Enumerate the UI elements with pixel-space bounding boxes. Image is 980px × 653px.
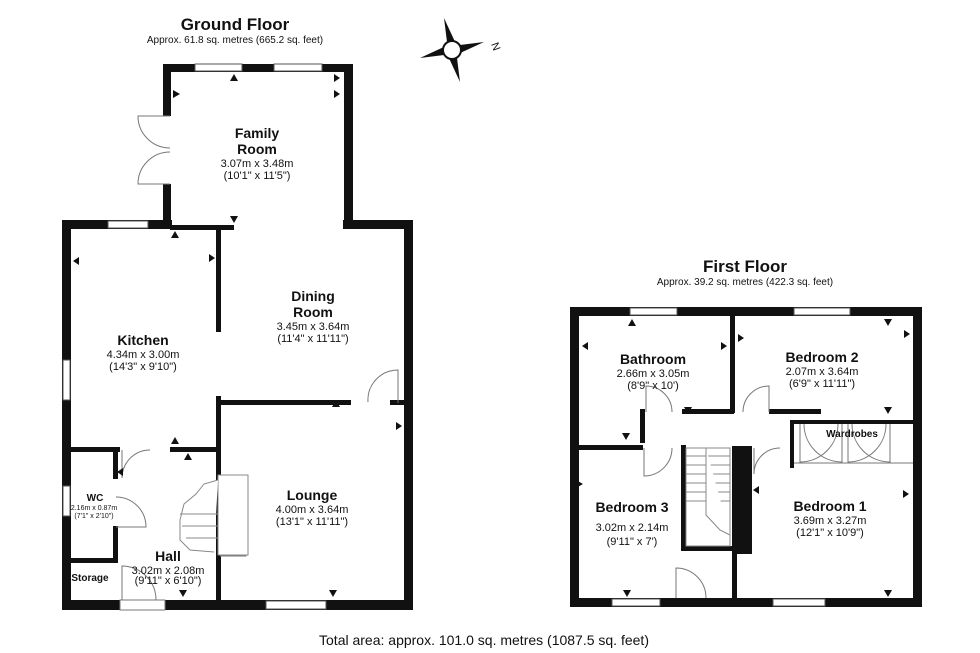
bedroom2-label: Bedroom 2 2.07m x 3.64m (6'9" x 11'11")	[785, 349, 858, 390]
family-room-metric: 3.07m x 3.48m	[221, 158, 294, 170]
ground-floor-markers	[73, 74, 402, 597]
first-floor-staircase	[685, 447, 731, 547]
bathroom-name: Bathroom	[620, 351, 686, 367]
kitchen-name: Kitchen	[117, 332, 168, 348]
compass-icon	[420, 18, 484, 82]
first-floor-windows	[611, 307, 851, 607]
lounge-imperial: (13'1" x 11'11")	[276, 516, 348, 528]
total-area: Total area: approx. 101.0 sq. metres (10…	[319, 632, 649, 648]
bedroom3-metric: 3.02m x 2.14m	[596, 522, 669, 534]
first-floor-markers	[576, 319, 910, 597]
family-room-label: Family Room 3.07m x 3.48m (10'1" x 11'5"…	[221, 125, 294, 182]
bathroom-metric: 2.66m x 3.05m	[617, 368, 690, 380]
bedroom1-name: Bedroom 1	[793, 498, 866, 514]
first-floor-walls	[570, 307, 922, 607]
wc-imperial: (7'1" x 2'10")	[74, 513, 113, 520]
first-floor-doors	[643, 385, 781, 599]
first-floor-area: Approx. 39.2 sq. metres (422.3 sq. feet)	[657, 277, 833, 288]
ground-floor-windows	[62, 63, 327, 610]
bedroom2-imperial: (6'9" x 11'11")	[789, 378, 855, 390]
lounge-label: Lounge 4.00m x 3.64m (13'1" x 11'11")	[276, 487, 349, 528]
kitchen-metric: 4.34m x 3.00m	[107, 349, 180, 361]
ground-floor-doors	[115, 115, 399, 611]
compass-letter: N	[488, 41, 502, 53]
bedroom3-label: Bedroom 3 3.02m x 2.14m (9'11" x 7')	[595, 499, 668, 548]
storage-label: Storage	[71, 573, 109, 584]
family-room-name-1: Family	[235, 125, 280, 141]
dining-room-label: Dining Room 3.45m x 3.64m (11'4" x 11'11…	[277, 288, 350, 345]
bedroom3-imperial: (9'11" x 7')	[607, 536, 658, 548]
bathroom-imperial: (8'9" x 10')	[627, 380, 679, 392]
wardrobe-doors	[794, 423, 913, 464]
first-floor-title: First Floor	[703, 257, 787, 276]
kitchen-imperial: (14'3" x 9'10")	[109, 361, 177, 373]
wc-label: WC 2.16m x 0.87m (7'1" x 2'10")	[71, 493, 117, 520]
bedroom2-name: Bedroom 2	[785, 349, 858, 365]
kitchen-label: Kitchen 4.34m x 3.00m (14'3" x 9'10")	[107, 332, 180, 373]
hall-name: Hall	[155, 548, 181, 564]
dining-room-name-2: Room	[293, 304, 333, 320]
lounge-name: Lounge	[287, 487, 338, 503]
bathroom-label: Bathroom 2.66m x 3.05m (8'9" x 10')	[617, 351, 690, 392]
wc-metric: 2.16m x 0.87m	[71, 505, 117, 512]
lounge-metric: 4.00m x 3.64m	[276, 504, 349, 516]
family-room-name-2: Room	[237, 141, 277, 157]
hall-metric: 3.02m x 2.08m	[132, 565, 205, 577]
ground-floor-title: Ground Floor	[181, 15, 290, 34]
wc-name: WC	[87, 493, 104, 504]
ground-floor-area: Approx. 61.8 sq. metres (665.2 sq. feet)	[147, 35, 323, 46]
dining-room-imperial: (11'4" x 11'11")	[277, 333, 348, 345]
dining-room-metric: 3.45m x 3.64m	[277, 321, 350, 333]
ground-floor-staircase	[179, 474, 249, 556]
wardrobes-label: Wardrobes	[826, 429, 878, 440]
hall-label: Hall 3.02m x 2.08m (9'11" x 6'10")	[132, 548, 205, 587]
bedroom1-imperial: (12'1" x 10'9")	[796, 527, 864, 539]
family-room-imperial: (10'1" x 11'5")	[224, 170, 291, 182]
bedroom1-label: Bedroom 1 3.69m x 3.27m (12'1" x 10'9")	[793, 498, 866, 539]
dining-room-name-1: Dining	[291, 288, 335, 304]
bedroom2-metric: 2.07m x 3.64m	[786, 366, 859, 378]
hall-imperial: (9'11" x 6'10")	[135, 575, 202, 587]
bedroom3-name: Bedroom 3	[595, 499, 668, 515]
bedroom1-metric: 3.69m x 3.27m	[794, 515, 867, 527]
